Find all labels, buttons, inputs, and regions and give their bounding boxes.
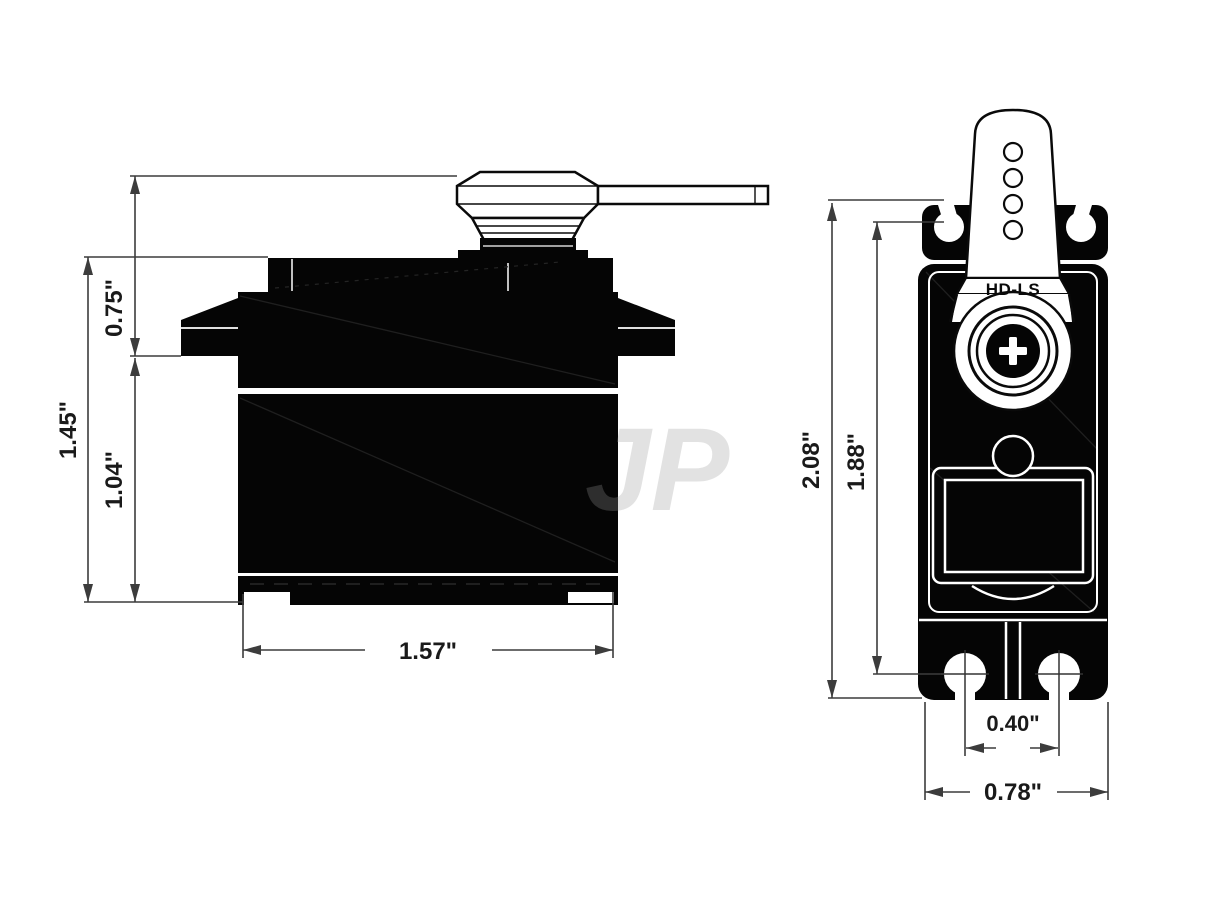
front-case-boss — [991, 434, 1035, 478]
front-horn: HD-LS — [948, 108, 1076, 412]
horn-label: HD-LS — [986, 280, 1040, 299]
phillips-screw-icon — [999, 337, 1027, 365]
dim-front-width: 0.78" — [984, 779, 1042, 806]
horn-hole — [1002, 219, 1024, 241]
dim-front-total-height: 2.08" — [798, 431, 825, 489]
side-horn-arm — [596, 184, 770, 206]
dim-side-lower-height: 1.04" — [101, 451, 128, 509]
side-bottom-band — [238, 576, 618, 605]
side-dimensions: 0.75" 1.45" 1.04" 1.57" — [55, 175, 614, 665]
front-view: HD-LS 2.08" 1.88" 0.40" — [798, 108, 1109, 806]
horn-hole — [1002, 167, 1024, 189]
front-dimensions: 2.08" 1.88" 0.40" 0.78" — [798, 199, 1109, 806]
dim-side-length: 1.57" — [399, 638, 457, 665]
side-right-flange — [618, 298, 675, 356]
side-top-plate — [268, 258, 613, 292]
hub-ring-inner — [975, 313, 1051, 389]
front-mount-hole-left — [941, 650, 989, 700]
horn-hole — [1002, 193, 1024, 215]
dim-front-hole-spacing: 0.40" — [986, 711, 1039, 736]
front-mount-hole-right — [1035, 650, 1083, 700]
front-smile-arc — [971, 584, 1055, 601]
dim-front-mount-to-hole: 1.88" — [843, 433, 870, 491]
dim-side-upper-height: 0.75" — [101, 279, 128, 337]
dim-side-total-height: 1.45" — [55, 401, 82, 459]
watermark: JP — [585, 404, 730, 536]
side-left-flange — [181, 298, 238, 356]
hub-ring-outer — [967, 305, 1059, 397]
side-horn — [455, 170, 770, 252]
side-case — [181, 250, 675, 605]
side-spline — [480, 238, 576, 252]
horn-hole — [1002, 141, 1024, 163]
side-view: JP 0.75" 1.45" 1.04" — [55, 170, 770, 665]
side-lower-body — [238, 394, 618, 573]
front-label — [943, 478, 1085, 574]
